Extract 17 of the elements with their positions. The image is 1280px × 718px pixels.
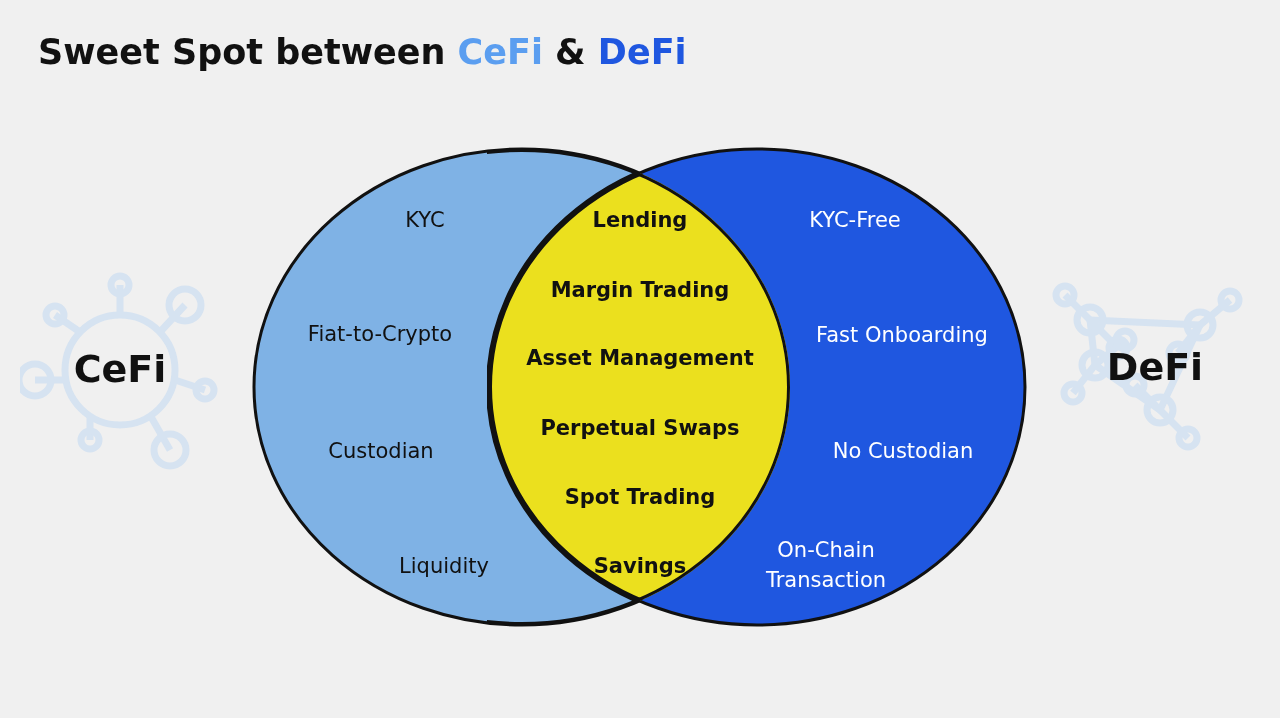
item-label: Liquidity (399, 552, 489, 580)
item-label: Margin Trading (550, 276, 730, 304)
item-label: Asset Management (526, 344, 754, 372)
item-label: Fast Onboarding (816, 321, 988, 349)
item-label: Perpetual Swaps (540, 414, 740, 442)
item-label: KYC-Free (809, 206, 901, 234)
item-label: Fiat-to-Crypto (307, 320, 453, 348)
node-label: CeFi (73, 346, 167, 394)
item-label: Lending (592, 206, 688, 234)
node-label: DeFi (1106, 344, 1204, 392)
title: Sweet Spot between CeFi & DeFi (38, 32, 687, 72)
item-label: Savings (593, 552, 687, 580)
item-label: On-Chain Transaction (764, 536, 888, 594)
item-label: Spot Trading (564, 483, 716, 511)
item-label: KYC (405, 206, 445, 234)
item-label: Custodian (328, 437, 434, 465)
item-label: No Custodian (832, 437, 974, 465)
